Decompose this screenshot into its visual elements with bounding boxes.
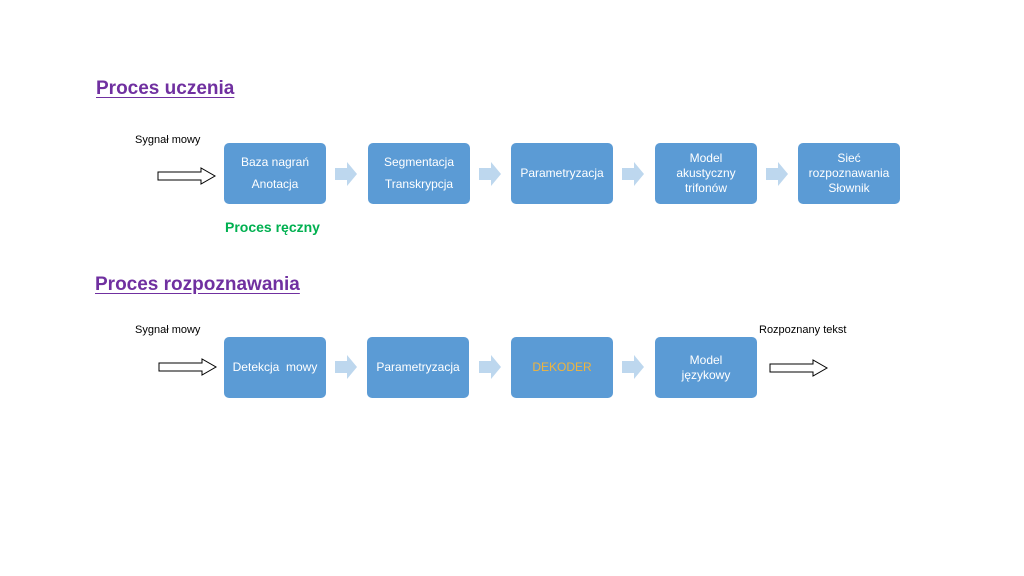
flow-arrow-icon: [479, 162, 501, 186]
step-line: Parametryzacja: [376, 360, 460, 374]
manual-process-label: Proces ręczny: [225, 219, 320, 235]
recognition-output-arrow-icon: [769, 359, 829, 377]
step-line: językowy: [681, 367, 731, 382]
step-line: Baza nagrań: [240, 155, 310, 169]
recognition-title: Proces rozpoznawania: [95, 274, 300, 295]
training-input-arrow-icon: [157, 167, 217, 185]
step-line: Słownik: [828, 181, 870, 195]
recognition-output-label: Rozpoznany tekst: [759, 324, 847, 336]
flow-arrow-icon: [335, 355, 357, 379]
recognition-step-language-model: Model językowy: [655, 337, 757, 398]
recognition-step-speech-detection: Detekcja mowy: [224, 337, 326, 398]
step-line: Detekcja mowy: [232, 360, 318, 374]
training-input-label: Sygnał mowy: [135, 134, 201, 146]
step-line: Segmentacja: [383, 155, 455, 169]
step-line: Sieć: [837, 151, 861, 165]
training-step-network-dictionary: Sieć rozpoznawania Słownik: [798, 143, 900, 204]
decoder-label: DEKODER: [532, 360, 592, 374]
step-line: rozpoznawania: [808, 166, 890, 180]
training-step-acoustic-model: Model akustyczny trifonów: [655, 143, 757, 204]
training-step-recordings: Baza nagrań Anotacja: [224, 143, 326, 204]
flow-arrow-icon: [335, 162, 357, 186]
flow-arrow-icon: [622, 162, 644, 186]
step-line: Model: [689, 151, 723, 165]
recognition-input-arrow-icon: [158, 358, 218, 376]
training-step-parametrization: Parametryzacja: [511, 143, 613, 204]
step-line: Anotacja: [251, 177, 299, 191]
step-line: Parametryzacja: [520, 166, 604, 180]
recognition-step-decoder: DEKODER: [511, 337, 613, 398]
recognition-step-parametrization: Parametryzacja: [367, 337, 469, 398]
recognition-input-label: Sygnał mowy: [135, 324, 201, 336]
step-line: trifonów: [684, 181, 727, 195]
step-line: Transkrypcja: [384, 177, 454, 191]
training-step-segmentation: Segmentacja Transkrypcja: [368, 143, 470, 204]
flow-arrow-icon: [479, 355, 501, 379]
step-line: Model: [689, 352, 723, 367]
flow-arrow-icon: [766, 162, 788, 186]
step-line: akustyczny: [676, 166, 736, 180]
flow-arrow-icon: [622, 355, 644, 379]
training-title: Proces uczenia: [96, 78, 235, 99]
